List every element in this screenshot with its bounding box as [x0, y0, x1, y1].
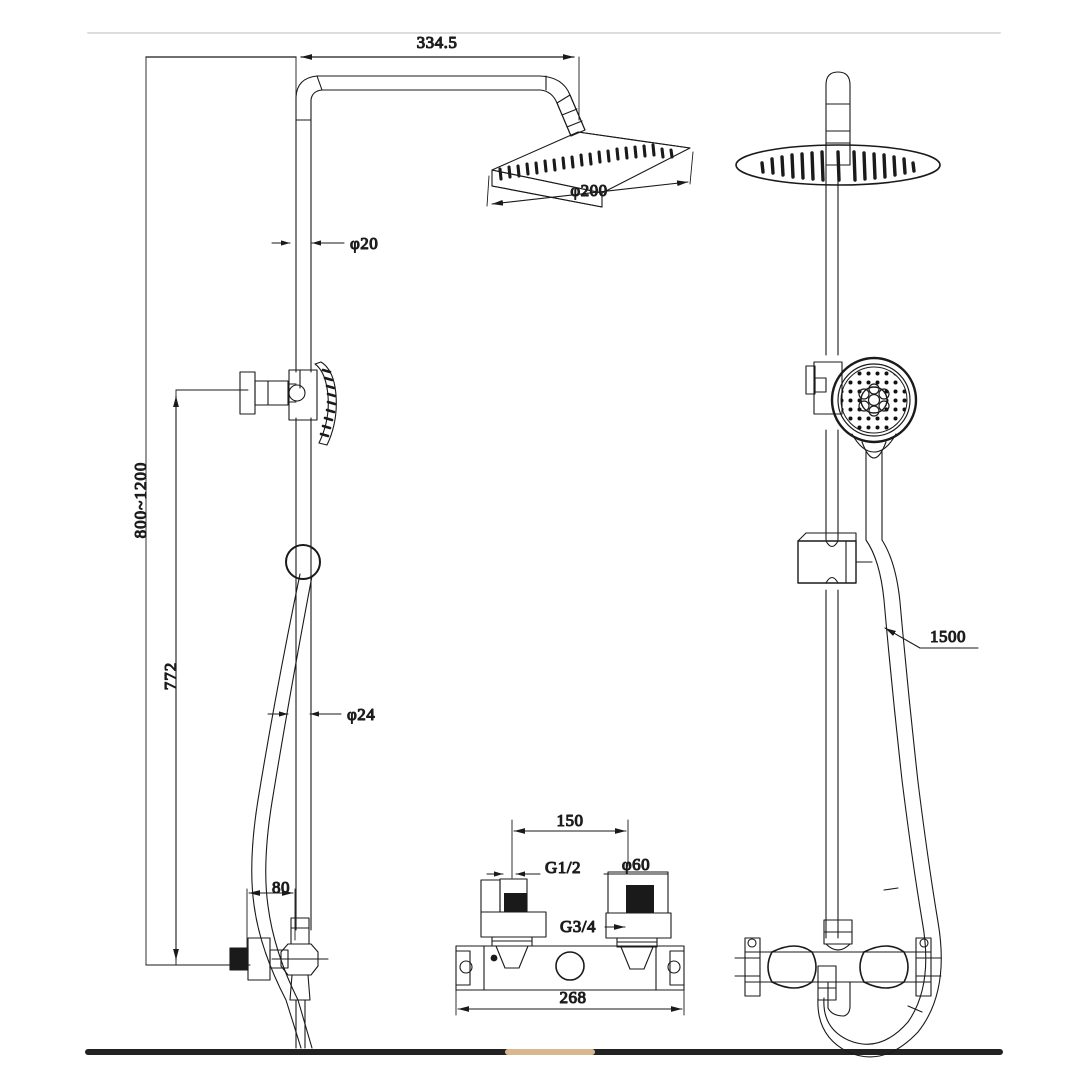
slider-block-right — [797, 532, 873, 584]
dim-arm-reach — [145, 54, 580, 121]
label-hose-length: 1500 — [930, 627, 966, 646]
dim-extension-lines — [145, 56, 251, 966]
flexible-hose-right — [817, 539, 942, 1058]
wall-bracket-right — [805, 361, 843, 415]
shower-arm-right — [825, 71, 851, 151]
label-handle-spacing: 150 — [557, 811, 584, 830]
mixer-handle-left-detail — [480, 878, 547, 969]
slider-ring-left — [285, 544, 321, 580]
label-arm-reach: 334.5 — [417, 33, 458, 52]
label-inlet-thread: G3/4 — [560, 917, 596, 936]
hand-shower-right-front — [830, 356, 918, 541]
arm-connector-collar — [556, 94, 586, 137]
wall-bracket-left — [239, 371, 306, 415]
dim-handle-spacing — [511, 819, 629, 879]
dim-rain-head-diameter — [486, 151, 694, 207]
riser-rail-right — [825, 164, 839, 939]
hand-shower-left-nozzles — [319, 368, 337, 438]
label-rain-head-diameter: φ200 — [570, 181, 607, 200]
label-bracket-to-mixer: 772 — [161, 662, 180, 691]
label-mixer-width: 268 — [560, 988, 587, 1007]
hand-shower-holder-left — [288, 369, 318, 421]
mixer-body-detail — [455, 945, 685, 991]
label-riser-lower-diameter: φ24 — [347, 705, 375, 724]
mixer-handle-right-detail — [605, 871, 672, 970]
dim-mixer-width — [455, 989, 685, 1016]
shower-arm — [295, 75, 586, 137]
label-riser-top-diameter: φ20 — [350, 234, 378, 253]
rain-head-nozzles — [498, 143, 674, 181]
label-mount-height: 800~1200 — [131, 462, 150, 539]
dim-hose-length-leader — [884, 627, 979, 649]
thermostatic-mixer-right — [734, 919, 942, 1017]
label-outlet-thread: G1/2 — [545, 858, 581, 877]
flexible-hose-left — [251, 573, 313, 1049]
hand-shower-left-edge — [314, 361, 337, 446]
label-wall-offset: 80 — [272, 878, 290, 897]
label-handle-diameter: φ60 — [622, 855, 650, 874]
riser-rail-left — [295, 119, 312, 931]
rain-head-right-nozzles — [760, 150, 916, 182]
hose-tail-connector — [817, 965, 837, 1001]
thermostatic-mixer-left — [229, 917, 329, 1049]
